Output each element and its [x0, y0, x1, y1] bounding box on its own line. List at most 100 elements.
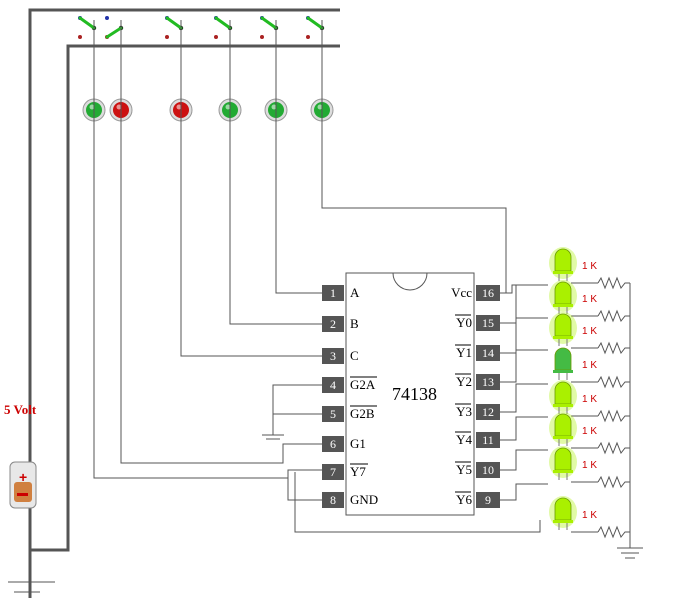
resistor-label: 1 K — [582, 394, 597, 405]
output-led-body — [554, 497, 572, 521]
pin-number: 11 — [482, 433, 494, 447]
battery-label: 5 Volt — [4, 402, 37, 417]
output-led-body — [554, 413, 572, 437]
pin-label: C — [350, 348, 359, 363]
output-led-body — [554, 248, 572, 272]
switch[interactable] — [214, 16, 233, 39]
output-led-base — [553, 404, 573, 407]
pin-box — [476, 432, 500, 448]
pin-number: 15 — [482, 316, 494, 330]
resistor — [597, 341, 630, 355]
switch[interactable] — [260, 16, 279, 39]
output-wire — [500, 383, 548, 413]
chip-notch — [392, 272, 428, 291]
chip-pin-right: 14 Y1 — [455, 344, 500, 361]
resistor-label: 1 K — [582, 460, 597, 471]
switch-contact-top — [105, 16, 109, 20]
pin-number: 12 — [482, 405, 494, 419]
pin-box — [476, 345, 500, 361]
pin-box — [322, 406, 344, 422]
switches — [78, 16, 325, 39]
resistor — [597, 309, 630, 323]
resistor-label: 1 K — [582, 294, 597, 305]
pin-box — [322, 316, 344, 332]
output-led-base — [553, 336, 573, 339]
pin-box — [476, 285, 500, 301]
pin-number: 14 — [482, 346, 494, 360]
pin-box — [476, 315, 500, 331]
output-wire — [500, 349, 548, 383]
pin-number: 6 — [330, 437, 336, 451]
switch-lever — [165, 16, 183, 30]
output-led-base — [553, 304, 573, 307]
chip-name: 74138 — [392, 384, 437, 404]
wire-a — [275, 20, 325, 294]
indicator-led-shine — [176, 104, 182, 110]
pin-label: Y6 — [456, 492, 472, 507]
chip-pin-right: 9Y6 — [455, 491, 500, 508]
switch[interactable] — [306, 16, 325, 39]
pin-number: 2 — [330, 317, 336, 331]
pin-label: G2A — [350, 377, 376, 392]
output-led — [549, 312, 577, 346]
switch[interactable] — [78, 16, 97, 39]
battery: + 5 Volt — [4, 402, 37, 509]
pin-label: Y5 — [456, 462, 472, 477]
pin-label: G2B — [350, 406, 375, 421]
output-led — [553, 347, 573, 380]
wire-b — [229, 20, 325, 325]
chip-pin-right: 12 Y3 — [455, 403, 500, 420]
output-wire — [500, 284, 548, 324]
output-led-body — [554, 313, 572, 337]
resistor-label: 1 K — [582, 261, 597, 272]
pin-number: 13 — [482, 375, 494, 389]
switch[interactable] — [165, 16, 184, 39]
switch-contact-bottom — [306, 35, 310, 39]
wire-vcc — [321, 20, 507, 294]
pin-label: B — [350, 316, 359, 331]
pin-label: Y0 — [456, 315, 472, 330]
resistor-label: 1 K — [582, 326, 597, 337]
pin-label: Y4 — [456, 432, 472, 447]
chip-pin-right: 10 Y5 — [455, 461, 500, 478]
resistor — [597, 525, 630, 539]
wire-gnd — [294, 472, 541, 533]
pin-label: Y3 — [456, 404, 472, 419]
wire-g1 — [120, 20, 325, 464]
pin-box — [322, 377, 344, 393]
pin-box — [476, 462, 500, 478]
resistor — [597, 409, 630, 423]
chip-body — [345, 272, 475, 516]
wire-y7-side — [93, 20, 325, 479]
output-led — [549, 247, 577, 281]
output-wire — [500, 483, 548, 501]
pin-number: 10 — [482, 463, 494, 477]
pin-box — [476, 404, 500, 420]
output-led — [549, 496, 577, 530]
resistor-label: 1 K — [582, 426, 597, 437]
switch-contact-bottom — [165, 35, 169, 39]
pin-label: A — [350, 285, 360, 300]
switch-lever — [105, 26, 123, 39]
resistor — [597, 475, 630, 489]
pin-box — [322, 436, 344, 452]
switch-lever — [214, 16, 232, 30]
pin-box — [322, 348, 344, 364]
output-stage: 1 K1 K1 K1 K1 K1 K1 K1 K — [500, 247, 643, 559]
output-wire — [500, 416, 548, 441]
indicator-led-shine — [317, 104, 323, 110]
switch-lever — [306, 16, 324, 30]
switch-lever — [260, 16, 278, 30]
pin-box — [322, 464, 344, 480]
pin-label: Y1 — [456, 345, 472, 360]
pin-label: Y7 — [350, 464, 366, 479]
switch[interactable] — [105, 16, 124, 39]
